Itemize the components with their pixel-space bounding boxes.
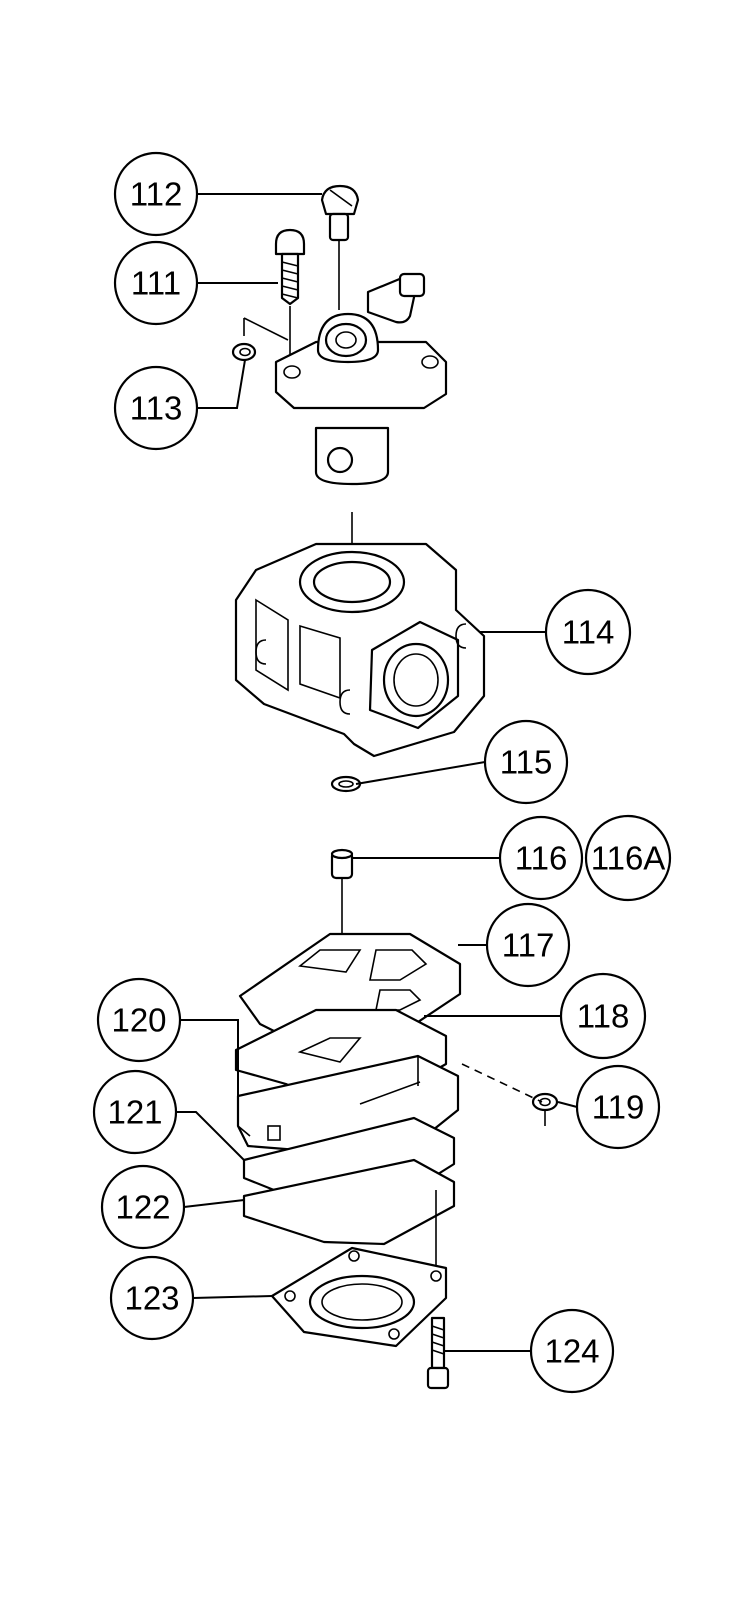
callout-114: 114 (544, 588, 632, 676)
part-114-body (234, 542, 486, 758)
svg-text:118: 118 (577, 998, 630, 1035)
callout-117: 117 (485, 902, 571, 988)
svg-text:117: 117 (502, 927, 555, 964)
svg-text:113: 113 (130, 390, 183, 427)
callout-119: 119 (575, 1064, 661, 1150)
callout-118: 118 (559, 972, 647, 1060)
callout-112: 112 (113, 151, 199, 237)
callout-116A: 116A (584, 814, 672, 902)
part-116-jet (330, 848, 354, 980)
svg-text:123: 123 (124, 1280, 179, 1317)
svg-text:119: 119 (592, 1089, 645, 1126)
part-112-screw (320, 184, 360, 310)
svg-text:122: 122 (115, 1189, 170, 1226)
svg-text:121: 121 (107, 1094, 162, 1131)
svg-text:115: 115 (500, 744, 553, 781)
part-111-screw (274, 228, 306, 360)
callout-115: 115 (483, 719, 569, 805)
svg-text:112: 112 (130, 176, 183, 213)
leader-lines (176, 193, 578, 1352)
svg-text:124: 124 (544, 1333, 599, 1370)
svg-text:116A: 116A (591, 840, 666, 877)
svg-text:114: 114 (562, 614, 615, 651)
part-119-plug (461, 1063, 559, 1126)
part-123-cover (270, 1246, 448, 1348)
part-115-oring (330, 775, 362, 793)
callout-111: 111 (113, 240, 199, 326)
callout-122: 122 (100, 1164, 186, 1250)
part-122-gasket (242, 1158, 456, 1290)
callout-120: 120 (96, 977, 182, 1063)
svg-text:120: 120 (111, 1002, 166, 1039)
callout-124: 124 (529, 1308, 615, 1394)
part-124-screw (426, 1316, 450, 1390)
callout-116: 116 (498, 815, 584, 901)
part-113-washer (231, 317, 289, 362)
svg-text:116: 116 (515, 840, 568, 877)
callout-123: 123 (109, 1255, 195, 1341)
callout-113: 113 (113, 365, 199, 451)
callout-121: 121 (92, 1069, 178, 1155)
svg-text:111: 111 (131, 265, 181, 302)
part-upper-body (274, 272, 448, 600)
